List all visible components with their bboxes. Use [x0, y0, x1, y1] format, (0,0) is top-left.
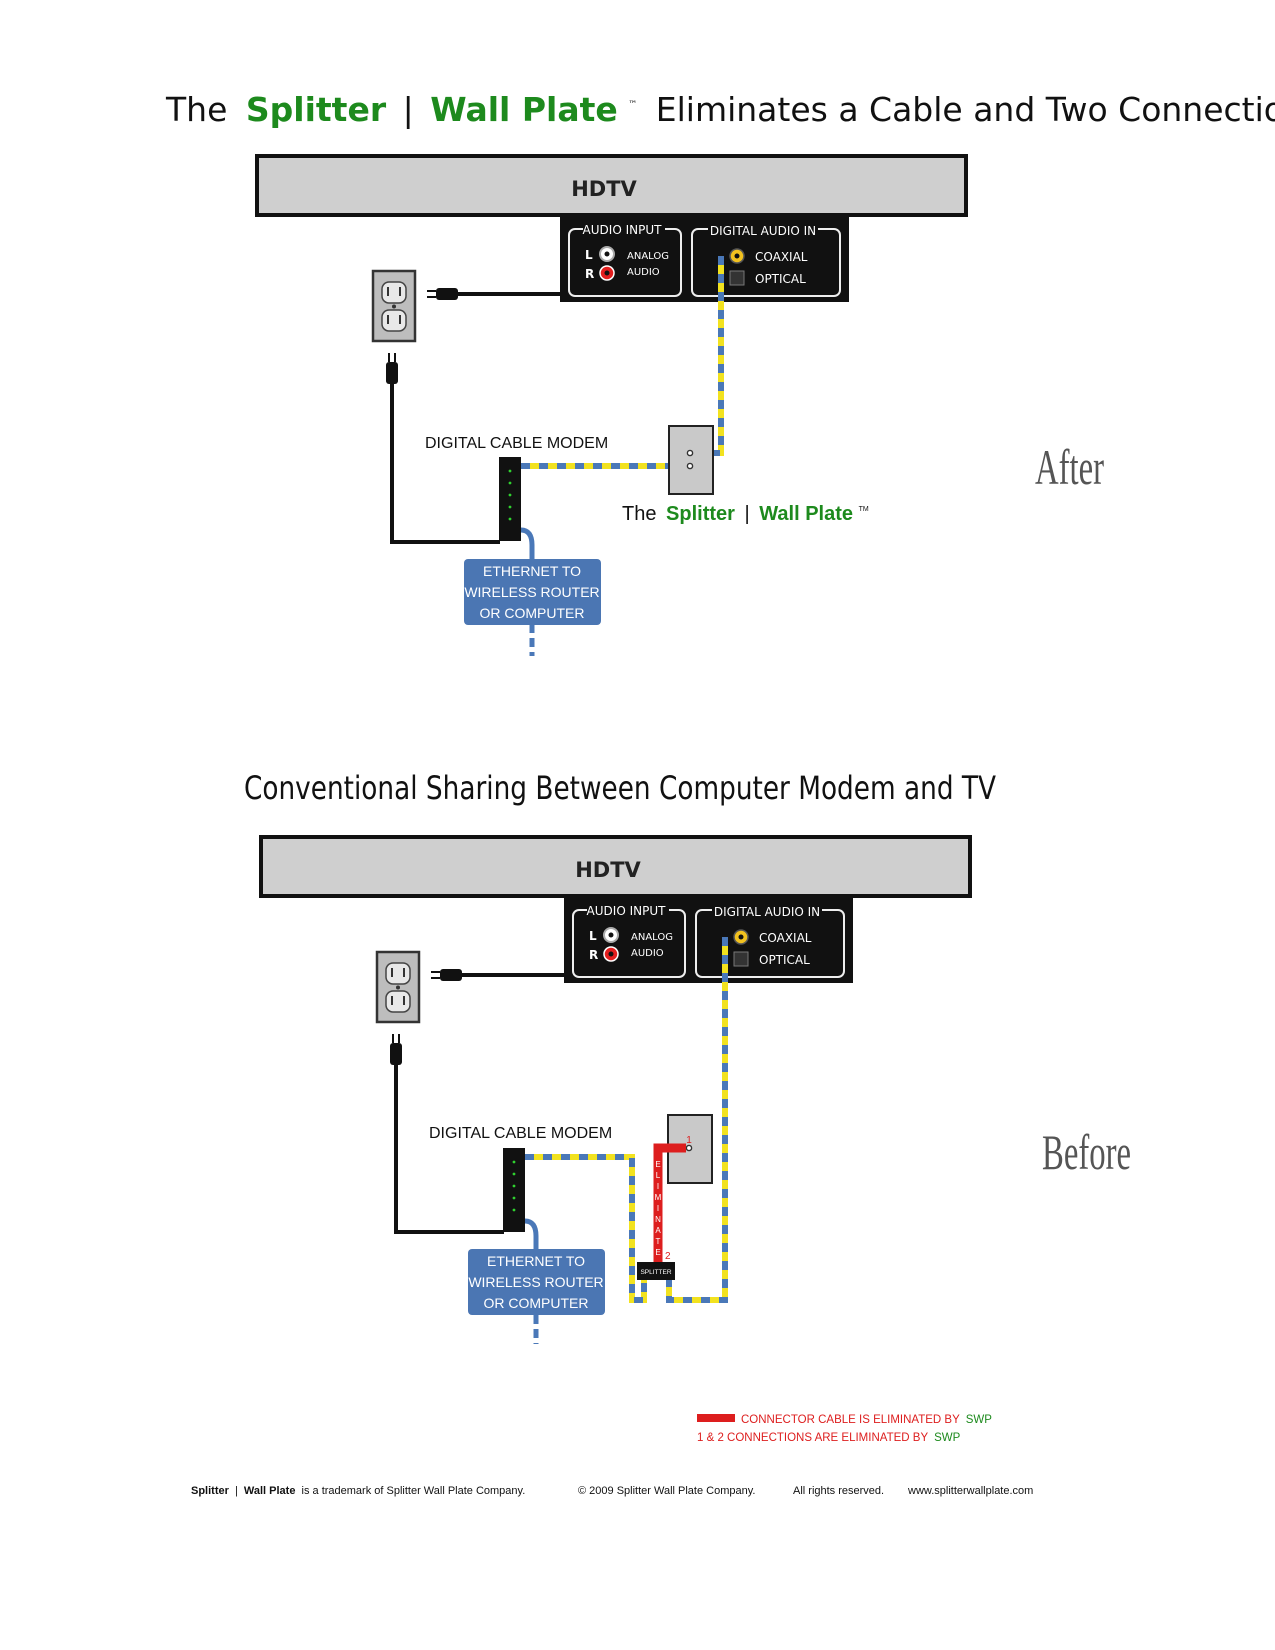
hdtv-bar [255, 154, 968, 217]
hdtv-bar [259, 835, 972, 898]
after-title: The Splitter | Wall Plate ™ Eliminates a… [165, 76, 1275, 129]
svg-text:I: I [657, 1204, 659, 1213]
svg-text:R: R [585, 267, 594, 281]
audio-input-label: AUDIO INPUT [583, 223, 663, 237]
connection-1-label: 1 [686, 1135, 692, 1146]
power-outlet [371, 269, 417, 343]
svg-text:OPTICAL: OPTICAL [755, 272, 806, 286]
before-side-label: Before [1042, 1124, 1131, 1180]
svg-text:ETHERNET TO: ETHERNET TO [483, 563, 581, 579]
legend: CONNECTOR CABLE IS ELIMINATED BY SWP 1 &… [697, 1414, 992, 1444]
svg-text:COAXIAL: COAXIAL [759, 931, 812, 945]
svg-text:N: N [655, 1215, 661, 1224]
svg-text:AUDIO: AUDIO [627, 267, 660, 278]
footer-copyright: © 2009 Splitter Wall Plate Company. [578, 1485, 755, 1497]
svg-text:T: T [656, 1237, 661, 1246]
svg-text:OPTICAL: OPTICAL [759, 953, 810, 967]
digital-audio-label: DIGITAL AUDIO IN [714, 905, 820, 919]
footer-trademark: Splitter | Wall Plate is a trademark of … [191, 1485, 525, 1497]
svg-text:E: E [655, 1248, 660, 1257]
svg-text:L: L [589, 929, 597, 943]
svg-text:WIRELESS ROUTER: WIRELESS ROUTER [464, 584, 599, 600]
cable-modem [503, 1148, 525, 1232]
modem-label: DIGITAL CABLE MODEM [429, 1125, 612, 1142]
plate-caption: The Splitter | Wall Plate TM [622, 503, 869, 525]
svg-text:WIRELESS ROUTER: WIRELESS ROUTER [468, 1274, 603, 1290]
optical-jack [733, 951, 749, 967]
hdtv-label: HDTV [575, 858, 641, 882]
footer-url[interactable]: www.splitterwallplate.com [907, 1485, 1033, 1497]
svg-text:M: M [655, 1193, 662, 1202]
svg-text:OR COMPUTER: OR COMPUTER [484, 1295, 589, 1311]
svg-text:ANALOG: ANALOG [631, 932, 673, 943]
modem-power-cord [394, 1065, 504, 1234]
tv-power-plug [427, 288, 458, 300]
before-section: Conventional Sharing Between Computer Mo… [244, 769, 1131, 1344]
footer: Splitter | Wall Plate is a trademark of … [191, 1485, 1033, 1497]
before-title: Conventional Sharing Between Computer Mo… [244, 769, 996, 807]
svg-text:COAXIAL: COAXIAL [755, 250, 808, 264]
splitter [637, 1262, 675, 1280]
legend-line-2: 1 & 2 CONNECTIONS ARE ELIMINATED BY SWP [697, 1432, 961, 1444]
svg-text:L: L [585, 248, 593, 262]
svg-text:E: E [655, 1160, 660, 1169]
eliminated-connector-cable [653, 1143, 686, 1262]
svg-text:ANALOG: ANALOG [627, 251, 669, 262]
ethernet-box [468, 1249, 605, 1315]
svg-text:OR COMPUTER: OR COMPUTER [480, 605, 585, 621]
ethernet-cable [520, 527, 535, 560]
svg-text:L: L [656, 1171, 661, 1180]
after-section: The Splitter | Wall Plate ™ Eliminates a… [165, 76, 1275, 656]
svg-text:ETHERNET TO: ETHERNET TO [487, 1253, 585, 1269]
modem-power-plug [390, 1034, 402, 1065]
connection-2-label: 2 [665, 1251, 671, 1262]
splitter-wall-plate [668, 425, 714, 495]
eliminate-vertical-text: E L I M I N A T E [655, 1160, 662, 1257]
ethernet-box [464, 559, 601, 625]
splitter-label: SPLITTER [640, 1269, 671, 1276]
svg-text:R: R [589, 948, 598, 962]
modem-power-cord [390, 384, 500, 544]
ethernet-cable [524, 1218, 539, 1250]
digital-audio-label: DIGITAL AUDIO IN [710, 224, 816, 238]
audio-input-label: AUDIO INPUT [587, 904, 667, 918]
optical-jack [729, 270, 745, 286]
footer-rights: All rights reserved. [793, 1485, 884, 1497]
svg-text:I: I [657, 1182, 659, 1191]
coax-cable-modem [525, 1154, 647, 1303]
modem-label: DIGITAL CABLE MODEM [425, 435, 608, 452]
modem-power-plug [386, 353, 398, 384]
svg-text:A: A [655, 1226, 661, 1235]
svg-text:AUDIO: AUDIO [631, 948, 664, 959]
legend-line-1: CONNECTOR CABLE IS ELIMINATED BY SWP [741, 1414, 992, 1426]
tv-power-plug [431, 969, 462, 981]
cable-modem [499, 457, 521, 541]
legend-red-swatch [697, 1414, 735, 1422]
hdtv-label: HDTV [571, 177, 637, 201]
after-side-label: After [1035, 439, 1104, 495]
power-outlet [375, 950, 421, 1024]
